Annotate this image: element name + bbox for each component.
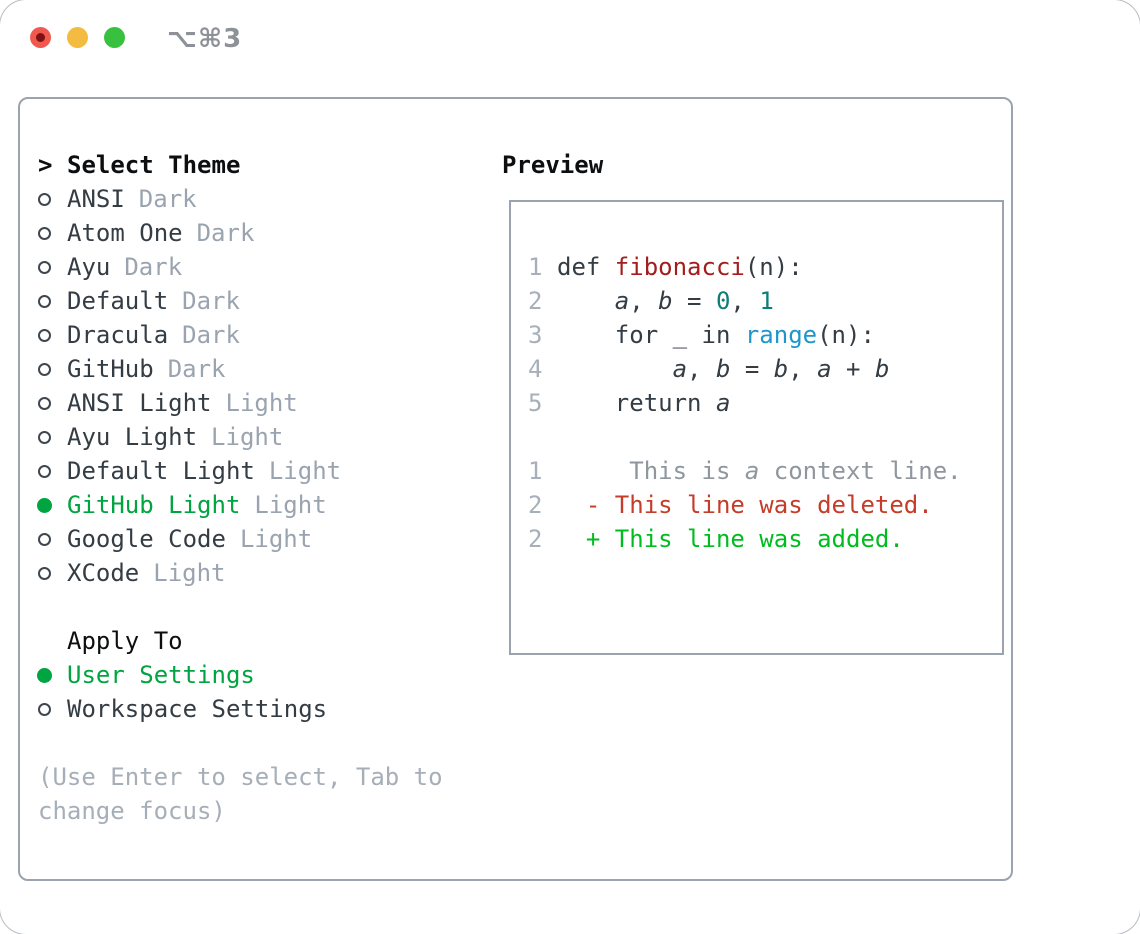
radio-unselected-icon [38,420,67,454]
radio-unselected-icon [38,556,67,590]
keyboard-hint: (Use Enter to select, Tab to change focu… [38,763,443,825]
diff-deleted-line: 2 - This line was deleted. [528,488,1002,522]
radio-unselected-icon [38,522,67,556]
close-button[interactable] [30,27,51,48]
line-number: 1 [528,253,543,281]
code-line: 5 return a [528,386,1002,420]
apply-option-workspace-settings[interactable]: Workspace Settings [38,692,468,726]
radio-unselected-icon [38,284,67,318]
blank-line [528,420,1002,454]
radio-unselected-icon [38,454,67,488]
radio-unselected-icon [38,182,67,216]
diff-added-line: 2 + This line was added. [528,522,1002,556]
code-line: 3 for _ in range(n): [528,318,1002,352]
radio-unselected-icon [38,216,67,250]
radio-selected-icon [37,488,67,522]
line-number: 2 [528,287,543,315]
radio-unselected-icon [38,386,67,420]
select-theme-header: > Select Theme [38,148,468,182]
line-number: 4 [528,355,543,383]
line-number: 1 [528,457,543,485]
line-number: 3 [528,321,543,349]
close-dot-icon [36,33,45,42]
select-theme-title: Select Theme [67,151,241,179]
radio-unselected-icon [38,692,67,726]
radio-unselected-icon [38,318,67,352]
window-title: ⌥⌘3 [167,24,243,54]
apply-option-user-settings[interactable]: User Settings [37,658,468,692]
line-number: 2 [528,491,543,519]
prompt-icon: > [38,151,53,179]
minimize-button[interactable] [67,27,88,48]
zoom-button[interactable] [104,27,125,48]
titlebar: ⌥⌘3 [0,0,1140,76]
radio-unselected-icon [38,250,67,284]
diff-context-line: 1 This is a context line. [528,454,1002,488]
line-number: 5 [528,389,543,417]
radio-selected-icon [37,658,67,692]
line-number: 2 [528,525,543,553]
code-line: 4 a, b = b, a + b [528,352,1002,386]
preview-title: Preview [502,151,604,179]
radio-unselected-icon [38,352,67,386]
apply-to-header: Apply To [67,627,183,655]
code-line: 2 a, b = 0, 1 [528,284,1002,318]
